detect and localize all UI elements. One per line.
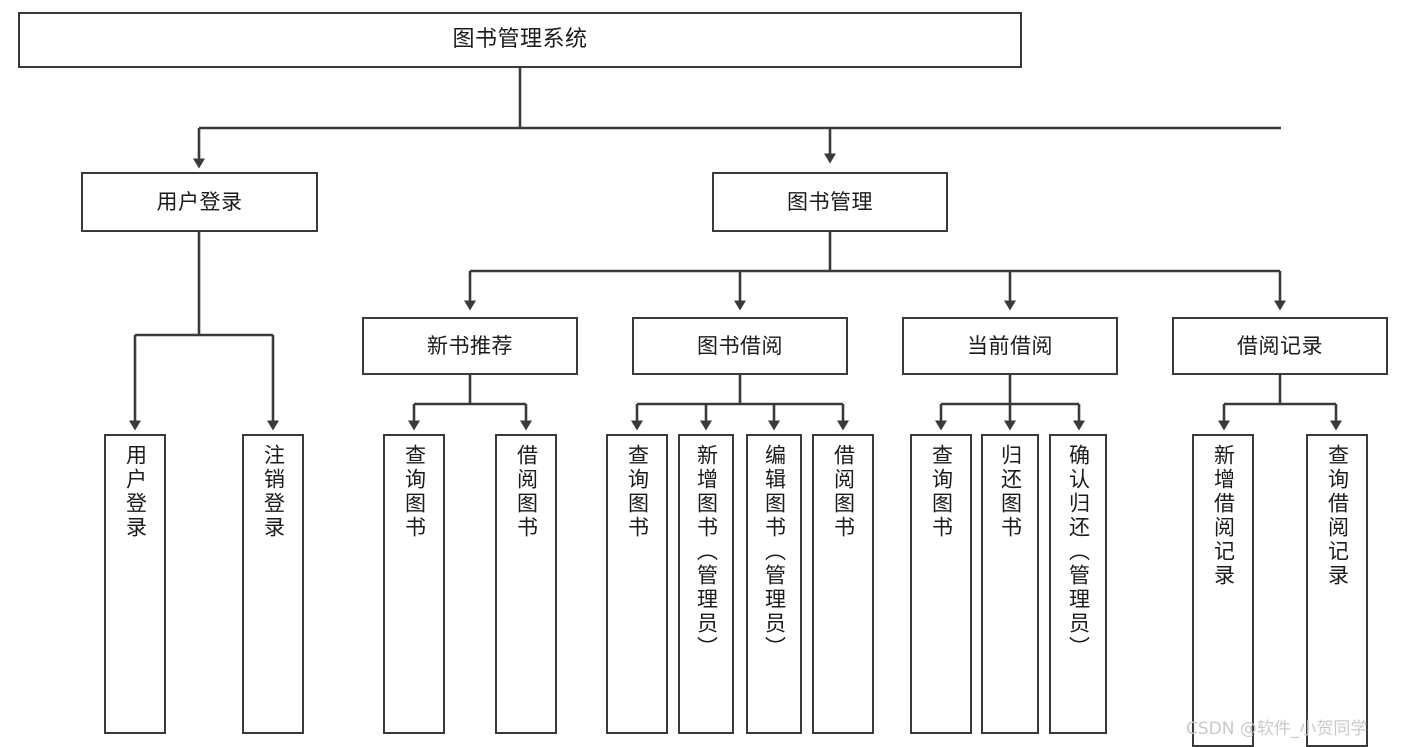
leaf-add-borrow-record[interactable]: 新增借阅记录 — [1192, 434, 1254, 747]
node-label: 新书推荐 — [427, 333, 513, 358]
node-label: 归还图书 — [998, 444, 1023, 540]
node-label: 查询图书 — [625, 444, 650, 540]
leaf-query-borrow-record[interactable]: 查询借阅记录 — [1306, 434, 1368, 747]
node-label: 图书借阅 — [697, 333, 783, 358]
node-label: 当前借阅 — [967, 333, 1053, 358]
node-root[interactable]: 图书管理系统 — [18, 12, 1022, 68]
node-label: 用户登录 — [156, 189, 243, 214]
node-label: 编辑图书（管理员） — [762, 444, 787, 660]
node-label: 借阅图书 — [514, 444, 539, 540]
node-label: 查询图书 — [929, 444, 954, 540]
leaf-edit-book-admin[interactable]: 编辑图书（管理员） — [746, 434, 802, 734]
node-label: 新增图书（管理员） — [694, 444, 719, 660]
node-label: 新增借阅记录 — [1211, 444, 1236, 588]
node-book-management[interactable]: 图书管理 — [712, 172, 948, 232]
node-label: 查询借阅记录 — [1325, 444, 1350, 588]
node-borrow-record[interactable]: 借阅记录 — [1172, 317, 1388, 375]
leaf-confirm-return-admin[interactable]: 确认归还（管理员） — [1049, 434, 1107, 734]
node-label: 查询图书 — [402, 444, 427, 540]
node-current-borrow[interactable]: 当前借阅 — [902, 317, 1118, 375]
node-label: 注销登录 — [261, 444, 286, 540]
leaf-borrow-book[interactable]: 借阅图书 — [812, 434, 874, 734]
node-label: 图书管理 — [787, 189, 873, 214]
node-user-login[interactable]: 用户登录 — [81, 172, 318, 232]
leaf-query-book-borrow[interactable]: 查询图书 — [606, 434, 668, 734]
leaf-user-login[interactable]: 用户登录 — [104, 434, 166, 734]
leaf-add-book-admin[interactable]: 新增图书（管理员） — [678, 434, 734, 734]
node-label: 用户登录 — [123, 444, 148, 540]
node-new-book-recommend[interactable]: 新书推荐 — [362, 317, 578, 375]
leaf-return-book[interactable]: 归还图书 — [981, 434, 1039, 734]
node-label: 借阅图书 — [831, 444, 856, 540]
node-label: 图书管理系统 — [452, 27, 588, 53]
node-label: 确认归还（管理员） — [1066, 444, 1091, 660]
leaf-borrow-book-recommend[interactable]: 借阅图书 — [495, 434, 557, 734]
node-book-borrow[interactable]: 图书借阅 — [632, 317, 848, 375]
leaf-query-book-current[interactable]: 查询图书 — [910, 434, 972, 734]
leaf-logout[interactable]: 注销登录 — [242, 434, 304, 734]
node-label: 借阅记录 — [1237, 333, 1323, 358]
csdn-watermark: CSDN @软件_小贺同学 — [1186, 719, 1368, 739]
leaf-query-book-recommend[interactable]: 查询图书 — [383, 434, 445, 734]
